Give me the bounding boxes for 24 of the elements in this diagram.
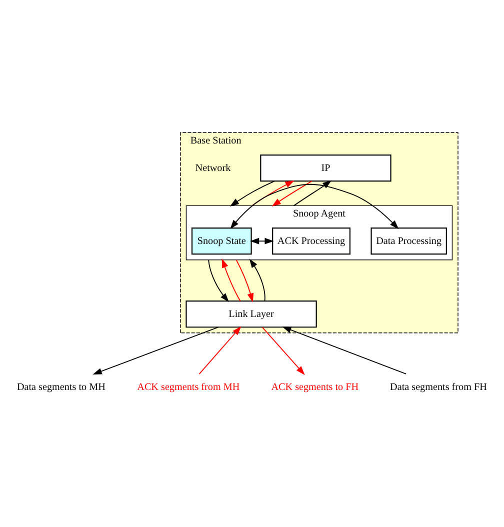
node-box: Data Processing: [370, 228, 447, 255]
node-text: ACK segments to FH: [271, 382, 359, 393]
arrow: [272, 180, 312, 206]
arrow: [230, 184, 399, 230]
arrow: [236, 259, 254, 302]
arrow: [222, 258, 241, 302]
arrow: [208, 259, 229, 302]
arrow: [249, 258, 266, 302]
label: Network: [195, 162, 231, 174]
arrow: [262, 326, 305, 376]
node-box: Snoop State: [191, 228, 252, 255]
node-box: IP: [260, 154, 392, 182]
arrow: [293, 180, 332, 206]
arrow: [252, 180, 294, 206]
arrow: [92, 326, 220, 374]
arrow: [198, 326, 242, 375]
node-text: Data segments to MH: [16, 382, 106, 393]
arrow: [282, 326, 407, 374]
node-box: ACK Processing: [272, 228, 350, 255]
node-text: Data segments from FH: [390, 382, 487, 393]
arrow: [250, 238, 274, 244]
node-box: Link Layer: [186, 300, 317, 328]
arrow: [230, 180, 275, 206]
node-text: ACK segments from MH: [137, 382, 240, 393]
